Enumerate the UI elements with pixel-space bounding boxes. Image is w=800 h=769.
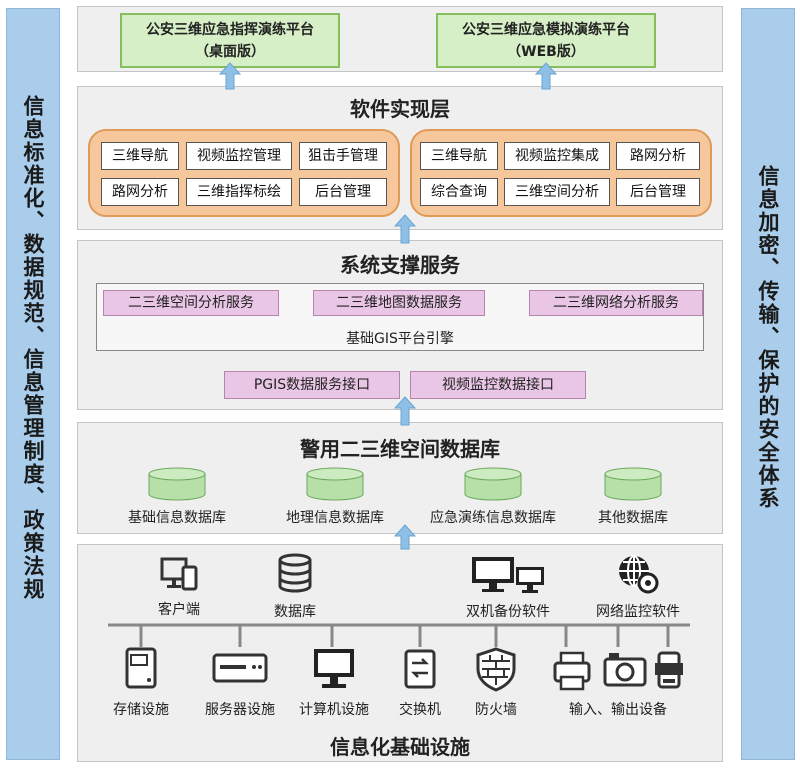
geo-info-database: 地理信息数据库 — [260, 467, 410, 527]
switch-device: 交换机 — [384, 645, 456, 719]
video-data-interface: 视频监控数据接口 — [410, 371, 586, 399]
desktop-module-video-management: 视频监控管理 — [186, 142, 292, 170]
storage-icon — [125, 647, 157, 689]
database-cylinder-icon — [604, 467, 662, 501]
io-devices-label: 输入、输出设备 — [569, 702, 667, 718]
web-module-3d-navigation: 三维导航 — [420, 142, 498, 170]
software-layer-title: 软件实现层 — [350, 97, 450, 121]
database-layer-title: 警用二三维空间数据库 — [300, 437, 500, 461]
left-standards-banner: 信息标准化、数据规范、信息管理制度、政策法规 — [6, 8, 60, 760]
right-banner-text: 信息加密、传输、保护的安全体系 — [756, 165, 780, 510]
io-devices: 输入、输出设备 — [538, 645, 698, 719]
basic-info-database: 基础信息数据库 — [102, 467, 252, 527]
pgis-data-interface: PGIS数据服务接口 — [224, 371, 400, 399]
computer-icon — [314, 649, 354, 688]
network-monitor-icon — [619, 555, 659, 594]
io-devices-icon — [553, 651, 683, 691]
platform-layer: 公安三维应急指挥演练平台 （桌面版） 公安三维应急模拟演练平台 （WEB版） — [77, 6, 723, 72]
gis-engine-label: 基础GIS平台引擎 — [346, 331, 454, 347]
web-module-integrated-query: 综合查询 — [420, 178, 498, 206]
other-database: 其他数据库 — [558, 467, 708, 527]
dual-backup-software-label: 双机备份软件 — [466, 604, 550, 620]
computer-device-label: 计算机设施 — [299, 702, 369, 718]
desktop-platform-edition: （桌面版） — [195, 44, 265, 60]
infrastructure-layer-title: 信息化基础设施 — [330, 735, 470, 759]
arrow-up-icon — [219, 62, 241, 90]
network-bus-lines — [108, 623, 690, 647]
gis-engine-box: 二三维空间分析服务 二三维地图数据服务 二三维网络分析服务 基础GIS平台引擎 — [96, 283, 704, 351]
network-monitor-software: 网络监控软件 — [578, 553, 698, 621]
map-data-service: 二三维地图数据服务 — [313, 290, 485, 316]
web-platform-box: 公安三维应急模拟演练平台 （WEB版） — [436, 13, 656, 68]
database-cylinder-icon — [306, 467, 364, 501]
web-platform-name: 公安三维应急模拟演练平台 — [462, 22, 630, 38]
desktop-module-road-network-analysis: 路网分析 — [101, 178, 179, 206]
arrow-up-icon — [394, 214, 416, 244]
support-layer-title: 系统支撑服务 — [340, 253, 460, 277]
server-device: 服务器设施 — [188, 645, 292, 719]
emergency-drill-database-label: 应急演练信息数据库 — [430, 510, 556, 526]
database-device: 数据库 — [250, 553, 340, 621]
web-module-video-integration: 视频监控集成 — [504, 142, 610, 170]
network-monitor-software-label: 网络监控软件 — [596, 604, 680, 620]
web-module-3d-spatial-analysis: 三维空间分析 — [504, 178, 610, 206]
basic-info-database-label: 基础信息数据库 — [128, 510, 226, 526]
computer-device: 计算机设施 — [288, 645, 380, 719]
other-database-label: 其他数据库 — [598, 510, 668, 526]
dual-backup-software: 双机备份软件 — [448, 553, 568, 621]
spatial-analysis-service: 二三维空间分析服务 — [103, 290, 279, 316]
database-cylinder-icon — [464, 467, 522, 501]
desktop-platform-box: 公安三维应急指挥演练平台 （桌面版） — [120, 13, 340, 68]
desktop-module-3d-command-plotting: 三维指挥标绘 — [186, 178, 292, 206]
desktop-modules-group: 三维导航 视频监控管理 狙击手管理 路网分析 三维指挥标绘 后台管理 — [88, 129, 400, 217]
dual-monitor-icon — [472, 557, 544, 593]
arrow-up-icon — [394, 396, 416, 426]
network-analysis-service: 二三维网络分析服务 — [529, 290, 703, 316]
desktop-module-3d-navigation: 三维导航 — [101, 142, 179, 170]
software-layer: 软件实现层 三维导航 视频监控管理 狙击手管理 路网分析 三维指挥标绘 后台管理… — [77, 86, 723, 230]
firewall-device: 防火墙 — [462, 645, 530, 719]
firewall-device-label: 防火墙 — [475, 702, 517, 718]
database-icon — [278, 553, 312, 593]
database-layer: 警用二三维空间数据库 基础信息数据库 地理信息数据库 应急演练信息数据库 其他数… — [77, 422, 723, 534]
desktop-module-backend-management: 后台管理 — [299, 178, 387, 206]
client-device-label: 客户端 — [158, 602, 200, 618]
client-devices-icon — [160, 557, 198, 591]
geo-info-database-label: 地理信息数据库 — [286, 510, 384, 526]
database-cylinder-icon — [148, 467, 206, 501]
server-device-label: 服务器设施 — [205, 702, 275, 718]
switch-icon — [404, 649, 436, 689]
support-services-layer: 系统支撑服务 二三维空间分析服务 二三维地图数据服务 二三维网络分析服务 基础G… — [77, 240, 723, 410]
web-modules-group: 三维导航 视频监控集成 路网分析 综合查询 三维空间分析 后台管理 — [410, 129, 712, 217]
web-platform-edition: （WEB版） — [507, 44, 585, 60]
switch-device-label: 交换机 — [399, 702, 441, 718]
web-module-road-network-analysis: 路网分析 — [616, 142, 700, 170]
desktop-platform-name: 公安三维应急指挥演练平台 — [146, 22, 314, 38]
web-module-backend-management: 后台管理 — [616, 178, 700, 206]
infrastructure-layer: 客户端 数据库 双机备份软件 网络监控软件 存储设施 服务器设施 计算机设施 — [77, 544, 723, 762]
storage-device: 存储设施 — [96, 645, 186, 719]
right-security-banner: 信息加密、传输、保护的安全体系 — [741, 8, 795, 760]
emergency-drill-database: 应急演练信息数据库 — [418, 467, 568, 527]
storage-device-label: 存储设施 — [113, 702, 169, 718]
database-device-label: 数据库 — [274, 604, 316, 620]
desktop-module-sniper-management: 狙击手管理 — [299, 142, 387, 170]
firewall-icon — [476, 647, 516, 692]
server-icon — [212, 653, 268, 683]
arrow-up-icon — [535, 62, 557, 90]
arrow-up-icon — [394, 524, 416, 550]
left-banner-text: 信息标准化、数据规范、信息管理制度、政策法规 — [21, 95, 45, 601]
client-device: 客户端 — [134, 553, 224, 619]
